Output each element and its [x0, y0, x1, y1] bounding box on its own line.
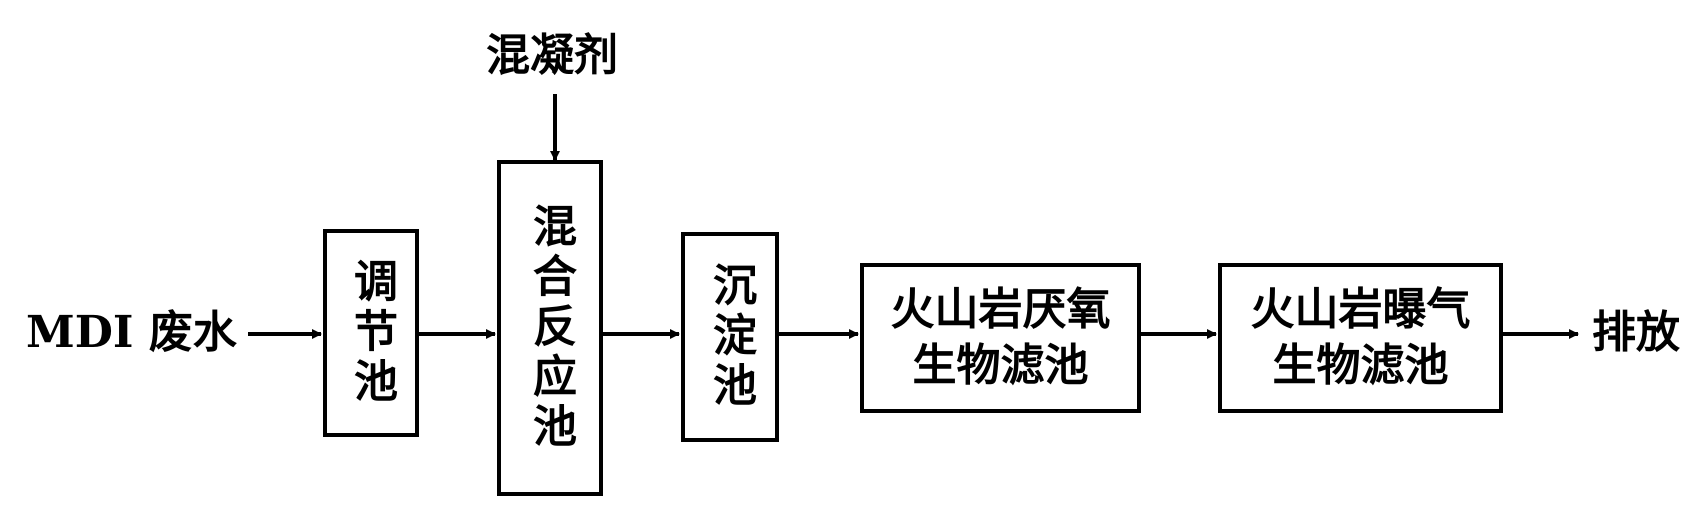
- aerated-biofilter-box: 火山岩曝气 生物滤池: [1218, 263, 1503, 413]
- anaerobic-biofilter-label: 火山岩厌氧 生物滤池: [890, 283, 1111, 391]
- mdi-wastewater-input-label: MDI 废水: [26, 307, 237, 358]
- sedimentation-tank-label: 沉淀池: [705, 262, 756, 412]
- mixing-reaction-tank-box: 混合反应池: [497, 160, 603, 496]
- regulating-tank-box: 调节池: [323, 229, 419, 437]
- mixing-reaction-tank-label: 混合反应池: [525, 203, 576, 453]
- anaerobic-biofilter-box: 火山岩厌氧 生物滤池: [860, 263, 1141, 413]
- sedimentation-tank-box: 沉淀池: [681, 232, 779, 442]
- aerated-biofilter-label: 火山岩曝气 生物滤池: [1250, 283, 1471, 391]
- discharge-output-label: 排放: [1592, 307, 1680, 358]
- coagulant-label: 混凝剂: [486, 30, 618, 81]
- regulating-tank-label: 调节池: [346, 258, 397, 408]
